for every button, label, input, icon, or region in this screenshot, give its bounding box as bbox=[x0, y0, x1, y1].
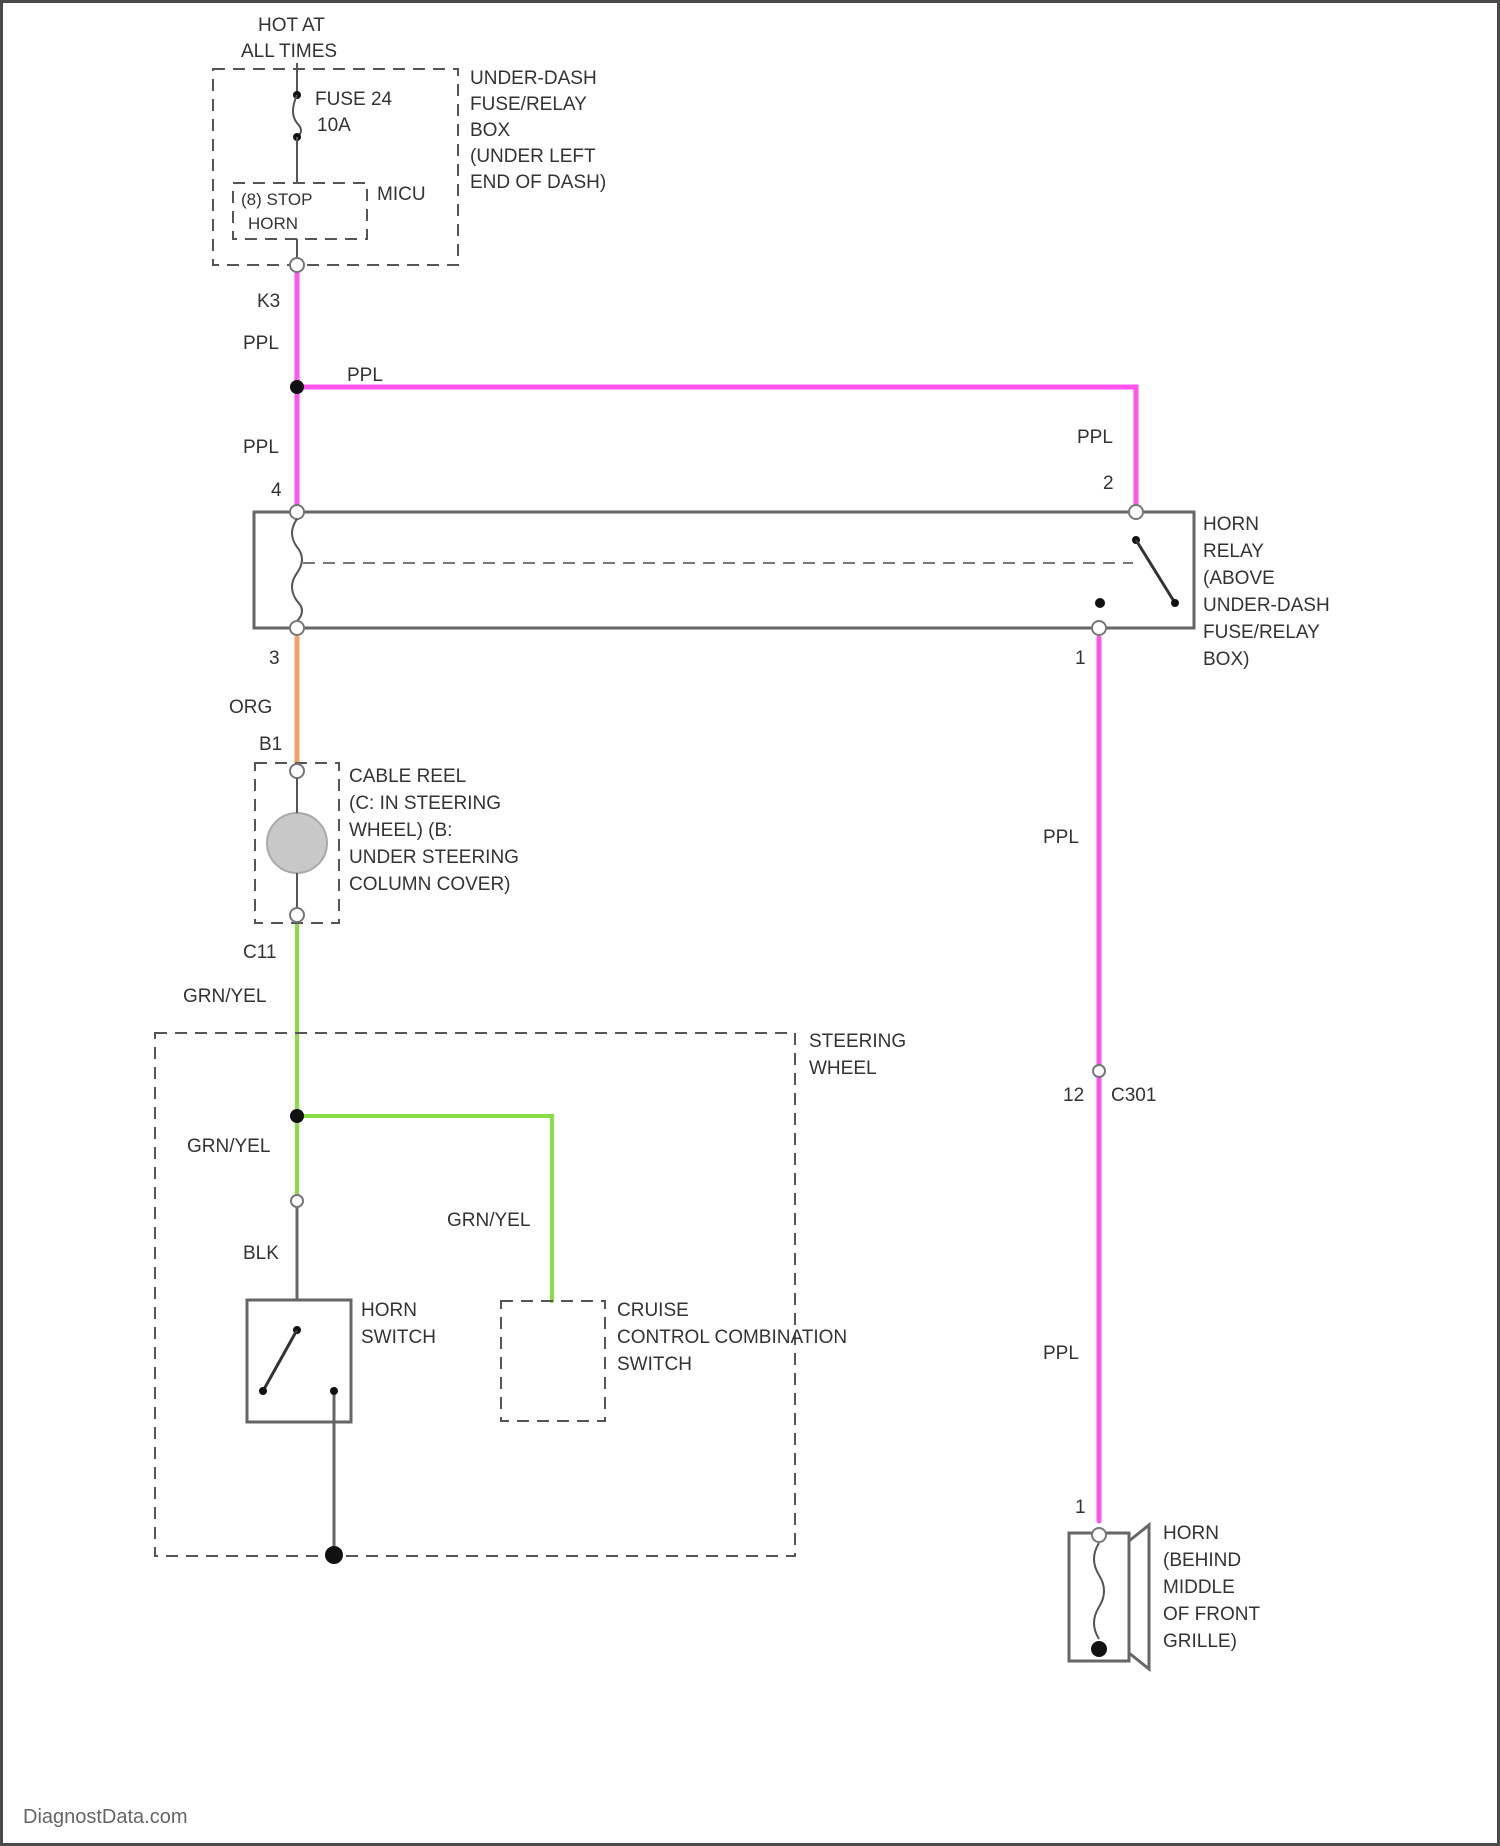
connector-c11-label: C11 bbox=[243, 942, 276, 963]
fuse-box-name-1: UNDER-DASH bbox=[470, 68, 597, 89]
cable-reel-name-4: UNDER STEERING bbox=[349, 847, 519, 868]
horn-pin-label: 1 bbox=[1075, 1497, 1086, 1518]
fuse-box-name-4: (UNDER LEFT bbox=[470, 146, 596, 167]
fuse-box-connector bbox=[290, 258, 304, 272]
wires bbox=[297, 265, 1136, 1555]
cruise-switch-name-3: SWITCH bbox=[617, 1354, 692, 1375]
wire-label-ppl-6: PPL bbox=[1043, 1343, 1079, 1364]
relay-pin-4: 4 bbox=[271, 480, 282, 501]
cable-reel-name-3: WHEEL) (B: bbox=[349, 820, 452, 841]
cable-reel-icon bbox=[267, 813, 327, 873]
micu-label: MICU bbox=[377, 184, 426, 205]
fuse-sub-label-1: (8) STOP bbox=[241, 190, 312, 209]
horn-switch-name-2: SWITCH bbox=[361, 1327, 436, 1348]
horn-ground-node bbox=[1091, 1641, 1107, 1657]
horn-circuit-diagram: HOT AT ALL TIMES FUSE 24 10A (8) STOP HO… bbox=[3, 3, 1500, 1846]
relay-coil-icon bbox=[292, 519, 302, 621]
wire-label-org: ORG bbox=[229, 697, 272, 718]
horn-relay-name-6: BOX) bbox=[1203, 649, 1249, 670]
wire-ppl-splice-to-relay-switch bbox=[297, 387, 1136, 508]
relay-pin-2: 2 bbox=[1103, 473, 1114, 494]
connector-k3-label: K3 bbox=[257, 291, 280, 312]
cable-reel-name-2: (C: IN STEERING bbox=[349, 793, 501, 814]
horn-name-2: (BEHIND bbox=[1163, 1550, 1241, 1571]
connector-b1-label: B1 bbox=[259, 734, 282, 755]
horn-switch: HORN SWITCH bbox=[247, 1300, 436, 1422]
horn-switch-name-1: HORN bbox=[361, 1300, 417, 1321]
steering-wheel-name-1: STEERING bbox=[809, 1031, 906, 1052]
horn-relay-name-2: RELAY bbox=[1203, 541, 1264, 562]
wire-label-ppl-1: PPL bbox=[243, 333, 279, 354]
relay-pin-3: 3 bbox=[269, 648, 280, 669]
cable-reel-name-5: COLUMN COVER) bbox=[349, 874, 511, 895]
cruise-switch-name-2: CONTROL COMBINATION bbox=[617, 1327, 847, 1348]
wire-label-ppl-3: PPL bbox=[243, 437, 279, 458]
fuse-box-name-5: END OF DASH) bbox=[470, 172, 606, 193]
splice-node-ppl bbox=[290, 380, 304, 394]
horn-bell-icon bbox=[1129, 1525, 1149, 1669]
wire-grnyel-splice-to-cruise bbox=[297, 1116, 552, 1301]
power-label-line2: ALL TIMES bbox=[241, 41, 337, 62]
fuse-rating: 10A bbox=[317, 115, 351, 136]
cable-reel-name-1: CABLE REEL bbox=[349, 766, 466, 787]
fuse-sub-label-2: HORN bbox=[248, 214, 298, 233]
wire-label-grnyel-1: GRN/YEL bbox=[183, 986, 266, 1007]
relay-pin-1: 1 bbox=[1075, 648, 1086, 669]
horn-switch-contact-icon bbox=[263, 1330, 297, 1391]
wire-label-ppl-4: PPL bbox=[1077, 427, 1113, 448]
steering-wheel: STEERING WHEEL GRN/YEL GRN/YEL BLK HORN … bbox=[155, 1031, 906, 1564]
relay-switch-contact-icon bbox=[1136, 540, 1175, 603]
connector-c301 bbox=[1093, 1065, 1105, 1077]
fuse-box-name-3: BOX bbox=[470, 120, 510, 141]
c301-pin-label: 12 bbox=[1063, 1085, 1084, 1106]
cruise-switch-name-1: CRUISE bbox=[617, 1300, 689, 1321]
c301-label: C301 bbox=[1111, 1085, 1156, 1106]
wire-label-ppl-2: PPL bbox=[347, 365, 383, 386]
fuse-box-name-2: FUSE/RELAY bbox=[470, 94, 587, 115]
horn-coil-icon bbox=[1094, 1543, 1104, 1639]
horn-name-4: OF FRONT bbox=[1163, 1604, 1260, 1625]
horn-relay-name-5: FUSE/RELAY bbox=[1203, 622, 1320, 643]
splice-node-grnyel bbox=[290, 1109, 304, 1123]
horn-relay-name-1: HORN bbox=[1203, 514, 1259, 535]
watermark: DiagnostData.com bbox=[23, 1806, 188, 1829]
fuse-name: FUSE 24 bbox=[315, 89, 393, 110]
horn-name-5: GRILLE) bbox=[1163, 1631, 1237, 1652]
wire-label-grnyel-3: GRN/YEL bbox=[447, 1210, 530, 1231]
under-dash-fuse-relay-box: HOT AT ALL TIMES FUSE 24 10A (8) STOP HO… bbox=[213, 15, 606, 272]
horn-relay-name-3: (ABOVE bbox=[1203, 568, 1275, 589]
wire-label-ppl-5: PPL bbox=[1043, 827, 1079, 848]
wire-label-blk: BLK bbox=[243, 1243, 279, 1264]
power-label-line1: HOT AT bbox=[258, 15, 325, 36]
horn-name-1: HORN bbox=[1163, 1523, 1219, 1544]
horn-relay-name-4: UNDER-DASH bbox=[1203, 595, 1330, 616]
fuse-24-icon bbox=[293, 95, 301, 137]
steering-wheel-name-2: WHEEL bbox=[809, 1058, 877, 1079]
ground-node bbox=[325, 1546, 343, 1564]
cable-reel: CABLE REEL (C: IN STEERING WHEEL) (B: UN… bbox=[255, 763, 519, 923]
horn-relay: 4 2 3 1 HORN RELAY (ABOVE UNDER-DASH FUS… bbox=[254, 473, 1330, 670]
horn-name-3: MIDDLE bbox=[1163, 1577, 1235, 1598]
wire-label-grnyel-2: GRN/YEL bbox=[187, 1136, 270, 1157]
